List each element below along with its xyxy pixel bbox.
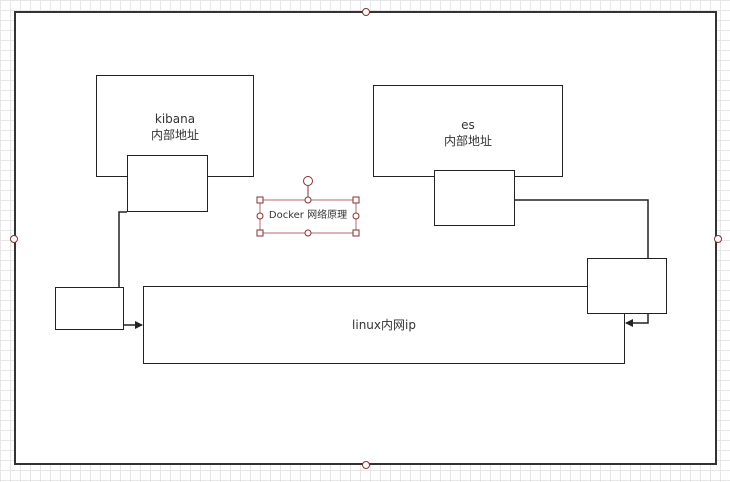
right-port-to-linux-arrow[interactable]: [625, 314, 649, 327]
frame-handle-bottom[interactable]: [362, 461, 370, 469]
kibana-name: kibana: [154, 112, 196, 126]
kibana-address: 内部地址: [150, 128, 199, 142]
left-port-box[interactable]: [55, 287, 124, 330]
right-port-box[interactable]: [587, 258, 667, 314]
resize-handle-top-right[interactable]: [352, 196, 360, 204]
es-name: es: [461, 118, 475, 132]
selection-box[interactable]: [256, 176, 360, 237]
linux-host-box[interactable]: [143, 286, 625, 364]
frame-handle-right[interactable]: [714, 235, 722, 243]
linux-host-label: linux内网ip: [352, 318, 416, 332]
kibana-to-left-port-connector[interactable]: [118, 211, 127, 287]
frame-handle-left[interactable]: [10, 235, 18, 243]
es-port-box[interactable]: [434, 170, 515, 226]
resize-handle-left[interactable]: [256, 212, 264, 220]
resize-handle-bottom[interactable]: [304, 229, 312, 237]
resize-handle-top-left[interactable]: [256, 196, 264, 204]
frame-handle-top[interactable]: [362, 8, 370, 16]
frame-handles[interactable]: [10, 8, 722, 469]
resize-handle-bottom-left[interactable]: [256, 229, 264, 237]
resize-handle-top[interactable]: [304, 196, 312, 204]
resize-handle-bottom-right[interactable]: [352, 229, 360, 237]
kibana-port-box[interactable]: [127, 155, 208, 212]
selected-text-label[interactable]: Docker 网络原理: [268, 210, 348, 221]
es-address: 内部地址: [443, 134, 492, 148]
kibana-label: kibana 内部地址: [96, 111, 254, 143]
rotate-handle[interactable]: [303, 176, 313, 186]
es-label: es 内部地址: [373, 117, 563, 149]
resize-handle-right[interactable]: [352, 212, 360, 220]
es-to-right-port-connector[interactable]: [515, 199, 649, 258]
